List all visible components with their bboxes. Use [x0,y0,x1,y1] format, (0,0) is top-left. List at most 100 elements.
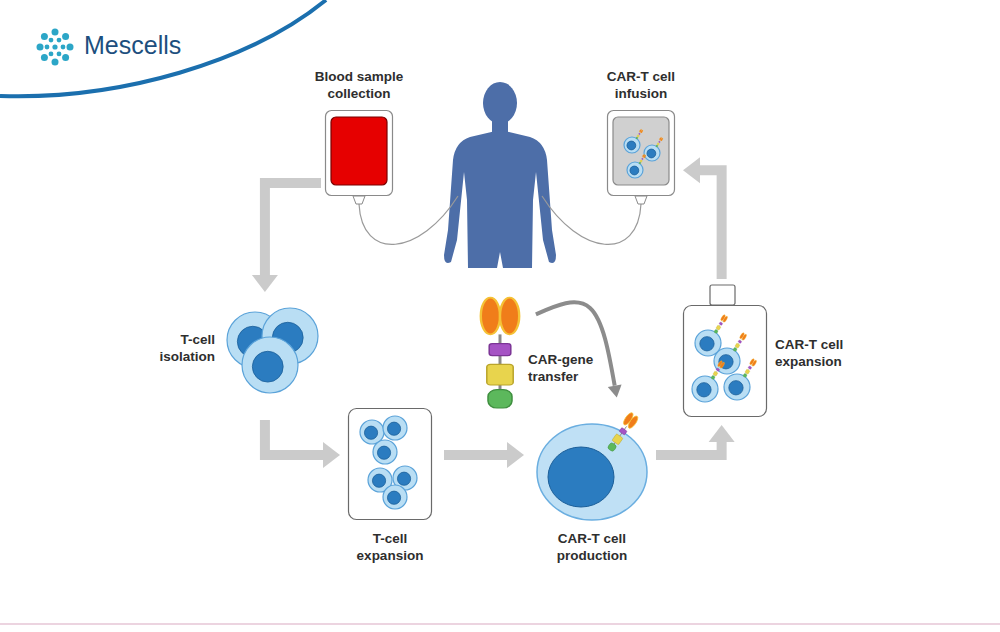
car-hinge-domain [738,340,742,343]
car-t-culture-bag: CAR-T cell expansion [683,305,767,417]
bag-content [613,117,669,185]
cell-nucleus [387,491,400,504]
culture-bag-outline [684,306,767,417]
process-arrow [265,420,323,455]
logo-dot [57,38,62,43]
node-label-block: Blood sample collection [299,68,419,102]
car-signal-domain [488,390,512,408]
patient-body [444,130,556,268]
patient-silhouette [444,82,556,268]
car-binding-domain [741,334,747,341]
step-label: CAR-T cell expansion [775,336,870,370]
node-label-block: CAR-T cell infusion [581,68,701,102]
collection-tube [359,196,458,244]
car-signal-domain [711,375,716,380]
logo-dot [62,33,69,40]
blood-bag: Blood sample collection [325,110,393,196]
car-signal-domain [639,162,641,164]
header-arc [0,0,326,96]
logo-dot [49,38,54,43]
cell-nucleus [387,422,400,435]
process-arrow [656,442,722,455]
car-hinge-domain [658,141,660,143]
cell-nucleus [548,447,614,507]
transfer-arrow [536,302,615,385]
car-binding-domain [500,298,519,335]
cell-nucleus [630,166,639,175]
culture-flask-outline [349,409,432,520]
car-receptor [635,129,643,140]
cell-membrane [624,137,640,153]
car-signal-domain [636,137,638,139]
node-label-block: CAR-T cell production [542,530,642,564]
car-binding-domain [719,362,725,369]
infusion-bag: CAR-T cell infusion [607,110,675,196]
car-signal-domain [733,347,738,352]
node-label-block: CAR-T cell expansion [775,336,870,370]
node-label-block: CAR-gene transfer [528,351,608,385]
car-hinge-domain [748,366,752,369]
patient-head [483,82,517,124]
node-shape [478,293,522,408]
cell-nucleus [372,474,385,487]
cell-nucleus [252,351,283,382]
t-cell-cluster: T-cell isolation [218,300,320,395]
car-receptor [638,154,646,165]
logo-dot [41,33,48,40]
footer-rule [0,623,1000,625]
car-stem [657,141,660,146]
node-shape [325,110,393,196]
cell-membrane [242,337,298,393]
logo-dot [57,52,62,57]
cell-membrane [714,348,740,374]
car-receptor [732,332,747,352]
process-arrow [700,170,722,279]
bag-outline [326,111,393,196]
cell-nucleus [377,446,390,459]
cell-membrane [692,376,718,402]
process-arrow [265,183,321,275]
car-signal-domain [714,329,719,334]
cell-nucleus [647,149,656,158]
logo-dot [45,45,50,50]
car-costim-domain [735,343,740,348]
cell-nucleus [697,383,711,397]
step-label: T-cell expansion [345,530,435,564]
cell-nucleus [627,141,636,150]
logo-dot [52,29,59,36]
bag-outline [608,111,675,196]
logo-dot [41,54,48,61]
car-receptor [655,137,663,148]
cell-membrane [627,162,643,178]
car-hinge-domain [719,322,723,325]
car-signal-domain [607,442,617,452]
cell-membrane [644,145,660,161]
bag-content [331,117,387,185]
bag-port [353,196,365,204]
car-receptor [742,358,757,378]
node-label-block: T-cell expansion [345,530,435,564]
car-receptor [713,314,728,334]
car-hinge-domain [716,368,720,371]
car-binding-domain [751,360,757,367]
logo-dot [61,45,66,50]
car-hinge-domain [619,427,627,435]
cell-membrane [537,424,647,520]
car-binding-domain [643,155,646,159]
car-hinge-domain [489,344,511,356]
car-costim-domain [716,325,721,330]
car-signal-domain [656,145,658,147]
logo-dot [52,59,59,66]
car-receptor [605,411,639,453]
car-binding-domain [660,138,663,142]
logo-dot [67,44,74,51]
brand-name: Mescells [84,31,181,60]
culture-bag-cap [710,285,735,305]
car-receptor [710,360,725,380]
car-stem [640,158,643,163]
car-stem [637,133,640,138]
cell-nucleus [700,337,714,351]
car-receptor [481,298,519,408]
car-costim-domain [637,135,640,138]
